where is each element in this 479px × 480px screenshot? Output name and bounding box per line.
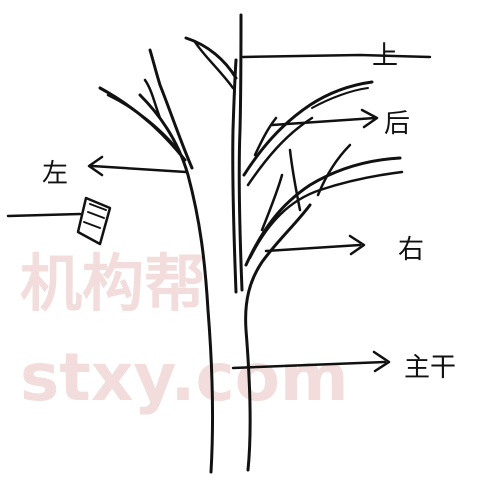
- branch-back-1: [244, 82, 372, 175]
- label-up: 上: [372, 41, 398, 71]
- branch-left-twig: [145, 80, 160, 118]
- arrow-up-line: [243, 55, 430, 57]
- arrows: [8, 55, 430, 371]
- arrow-right-line: [266, 245, 360, 251]
- watermark: 机构帮 stxy.com: [20, 247, 349, 416]
- label-back: 后: [384, 109, 410, 139]
- label-trunk: 主干: [404, 353, 456, 383]
- cut-arrow-line: [8, 214, 80, 216]
- watermark-line1: 机构帮: [20, 247, 206, 320]
- branch-top-left-1: [186, 38, 236, 78]
- label-right: 右: [398, 235, 424, 265]
- watermark-line2: stxy.com: [20, 339, 349, 416]
- saw-icon: [78, 198, 110, 244]
- central-leader-left: [233, 60, 236, 292]
- label-left: 左: [42, 159, 68, 189]
- branches: [100, 38, 402, 265]
- arrow-left-line: [92, 166, 186, 172]
- central-leader-right: [239, 15, 242, 290]
- direction-labels: 上 后 左 右 主干: [42, 41, 456, 383]
- branch-right-mid-2: [250, 172, 402, 258]
